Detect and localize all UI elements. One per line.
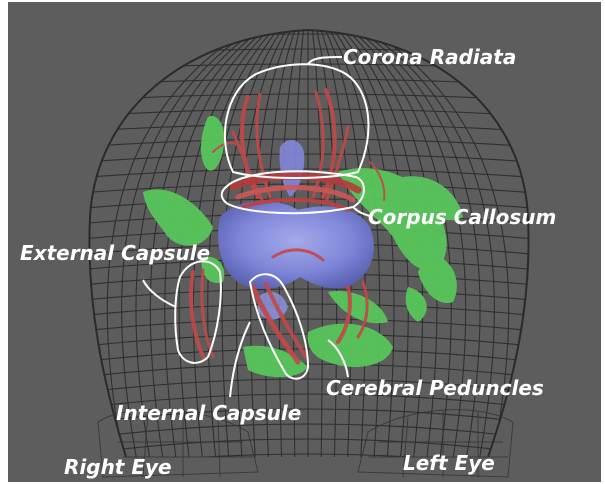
label-left-eye: Left Eye <box>403 451 495 475</box>
label-external-capsule: External Capsule <box>20 241 210 265</box>
brain-render-panel: Corona Radiata Corpus Callosum External … <box>8 2 601 482</box>
brain-diagram: Corona Radiata Corpus Callosum External … <box>8 2 601 482</box>
label-cerebral-peduncles: Cerebral Peduncles <box>326 376 544 400</box>
label-corona-radiata: Corona Radiata <box>343 45 516 69</box>
label-internal-capsule: Internal Capsule <box>116 401 301 425</box>
label-corpus-callosum: Corpus Callosum <box>368 205 556 229</box>
label-right-eye: Right Eye <box>64 455 172 479</box>
